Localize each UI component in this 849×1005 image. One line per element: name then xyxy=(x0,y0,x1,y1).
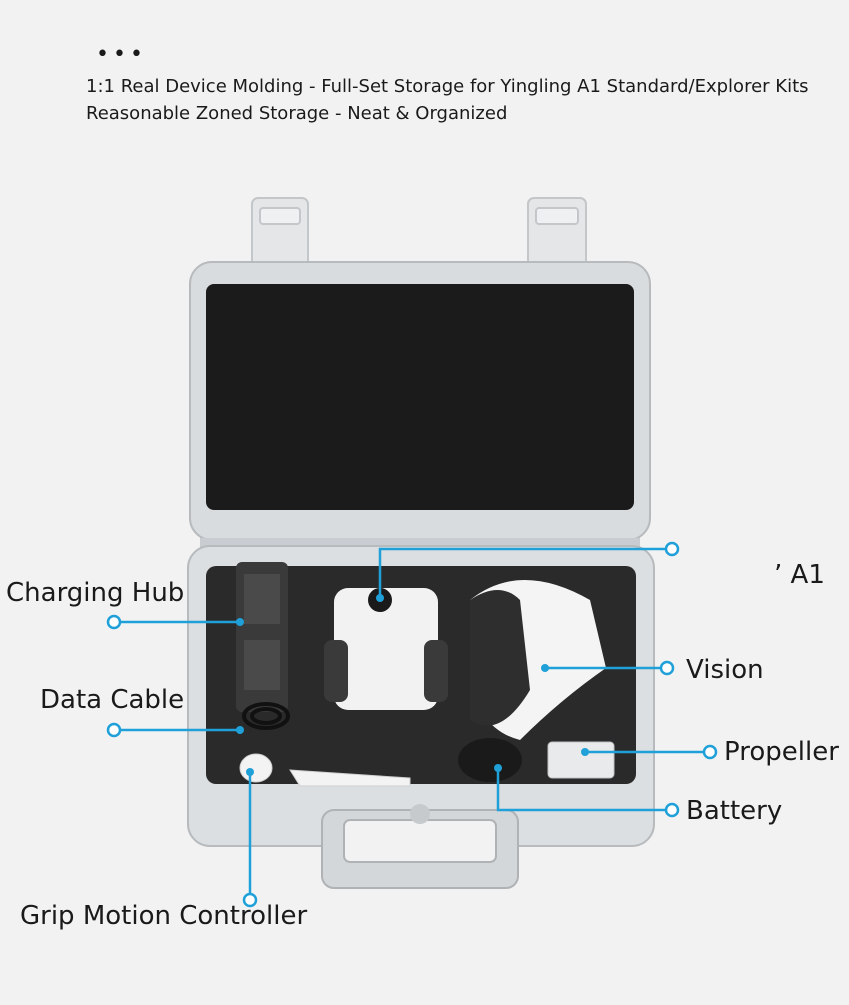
callout-anchor-dots xyxy=(236,594,589,776)
subheadline: Reasonable Zoned Storage - Neat & Organi… xyxy=(86,103,508,124)
line-battery xyxy=(496,768,672,812)
label-grip-controller: Grip Motion Controller xyxy=(20,901,308,931)
more-icon: ••• xyxy=(96,42,147,67)
propellers xyxy=(547,741,615,779)
vision-goggles xyxy=(470,580,606,740)
callout-lines xyxy=(114,547,710,900)
label-data-cable: Data Cable xyxy=(40,685,185,715)
drone xyxy=(324,588,448,710)
label-battery: Battery xyxy=(686,796,783,826)
charging-hub xyxy=(236,562,288,712)
label-vision: Vision xyxy=(686,655,764,685)
latch-left xyxy=(251,197,309,279)
label-propeller: Propeller xyxy=(724,737,839,767)
headline: 1:1 Real Device Molding - Full-Set Stora… xyxy=(86,76,809,97)
valve xyxy=(410,804,430,824)
label-charging-hub: Charging Hub xyxy=(6,578,185,608)
case-lid xyxy=(189,261,651,541)
data-cable xyxy=(242,702,290,730)
battery xyxy=(458,738,522,782)
callout-dots xyxy=(106,541,718,908)
label-a1-fragment: ʼ A1 xyxy=(774,560,825,590)
line-top xyxy=(378,547,672,598)
grip-controller xyxy=(239,753,411,787)
